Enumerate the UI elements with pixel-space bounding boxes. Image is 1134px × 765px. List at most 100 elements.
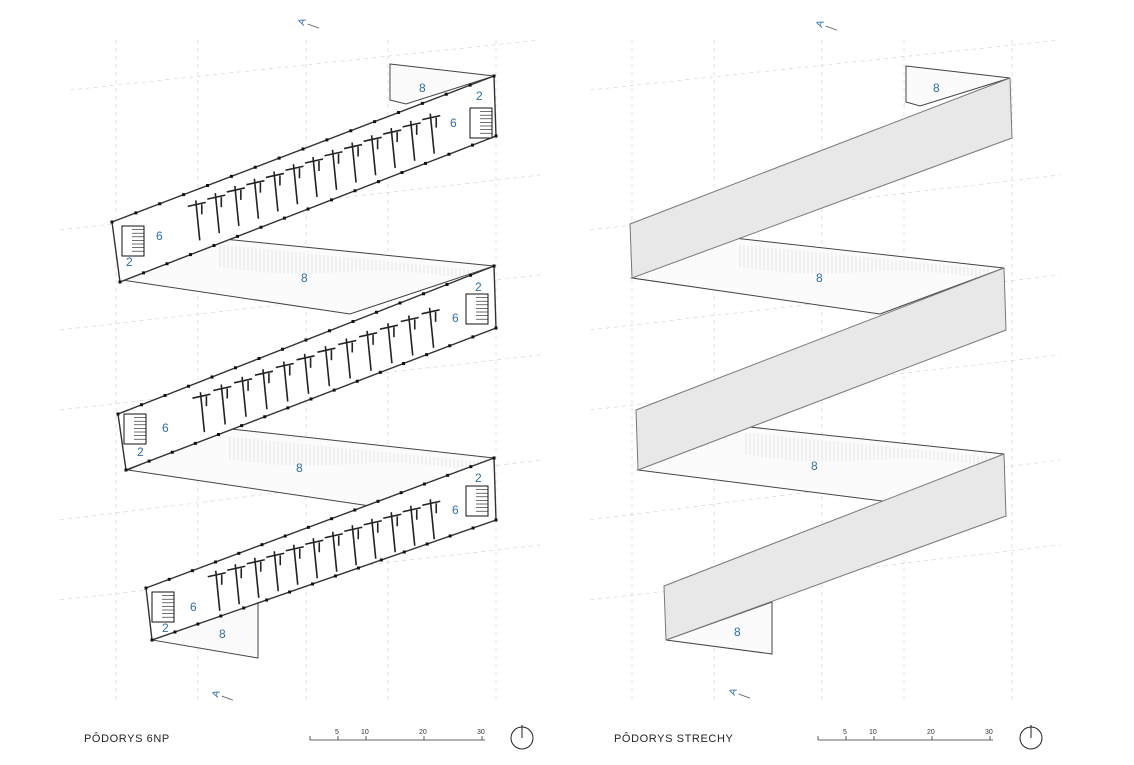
unit-wall bbox=[273, 551, 280, 592]
unit-wall bbox=[282, 361, 289, 402]
grid-line bbox=[589, 39, 1061, 91]
unit-wall bbox=[234, 185, 240, 227]
section-marker-top: A bbox=[814, 19, 838, 31]
scale-tick-10: 10 bbox=[361, 729, 369, 736]
terrace-paving bbox=[739, 244, 991, 467]
column bbox=[206, 184, 209, 187]
unit-wall bbox=[292, 164, 299, 205]
scale-tick-30: 30 bbox=[477, 729, 485, 736]
plan-roof: 8 8 8 8 A A 5 10 20 30 bbox=[629, 19, 1043, 750]
label-terrace: 8 bbox=[816, 271, 823, 285]
column bbox=[173, 630, 177, 634]
label-lobby: 6 bbox=[190, 600, 197, 614]
unit-wall bbox=[363, 136, 382, 143]
label-terrace: 8 bbox=[734, 625, 741, 639]
column bbox=[165, 262, 169, 266]
unit-wall bbox=[233, 378, 253, 384]
column bbox=[182, 193, 186, 197]
column bbox=[471, 143, 474, 147]
column bbox=[373, 120, 377, 124]
unit-wall bbox=[254, 370, 274, 376]
column bbox=[167, 577, 171, 581]
column bbox=[468, 83, 472, 87]
unit-wall bbox=[262, 369, 268, 410]
column bbox=[471, 335, 475, 339]
column bbox=[425, 353, 429, 357]
unit-wall bbox=[324, 532, 343, 539]
unit-wall bbox=[422, 500, 441, 507]
column bbox=[240, 424, 244, 428]
column bbox=[170, 450, 174, 454]
column bbox=[375, 310, 378, 314]
unit-wall bbox=[421, 309, 440, 315]
section-marker-top: A bbox=[296, 17, 320, 29]
unit-wall bbox=[207, 571, 226, 578]
unit-wall bbox=[187, 201, 206, 208]
unit-wall bbox=[227, 565, 246, 572]
unit-wall bbox=[331, 149, 338, 190]
roof-slab-top bbox=[629, 77, 1013, 279]
column bbox=[469, 273, 472, 277]
grid-line bbox=[589, 544, 1061, 601]
label-lobby: 6 bbox=[162, 421, 169, 435]
column bbox=[257, 357, 261, 360]
column bbox=[402, 362, 405, 365]
column bbox=[448, 344, 452, 348]
unit-wall bbox=[351, 142, 357, 183]
column bbox=[425, 542, 429, 546]
unit-wall bbox=[370, 135, 377, 176]
unit-wall bbox=[192, 393, 211, 399]
column bbox=[492, 74, 496, 78]
unit-wall bbox=[265, 172, 285, 179]
unit-wall bbox=[390, 127, 396, 169]
column bbox=[492, 264, 496, 268]
unit-wall bbox=[253, 557, 260, 598]
unit-wall bbox=[199, 392, 206, 433]
column bbox=[397, 111, 400, 114]
column bbox=[142, 271, 145, 275]
column bbox=[330, 198, 333, 202]
unit-wall bbox=[422, 114, 441, 121]
column bbox=[124, 468, 128, 472]
unit-wall bbox=[382, 129, 402, 135]
column bbox=[263, 415, 267, 419]
label-terrace: 8 bbox=[301, 271, 308, 285]
roof-terraces bbox=[630, 65, 1011, 655]
unit-wall bbox=[226, 187, 246, 193]
column bbox=[277, 156, 281, 160]
unit-wall bbox=[363, 519, 382, 526]
apartment-units bbox=[187, 113, 441, 611]
column bbox=[447, 152, 451, 156]
column bbox=[328, 329, 331, 333]
unit-wall bbox=[351, 525, 358, 566]
column bbox=[210, 375, 214, 379]
label-terrace: 8 bbox=[933, 81, 940, 95]
column bbox=[144, 586, 148, 590]
column bbox=[422, 482, 426, 486]
column bbox=[494, 134, 498, 138]
unit-wall bbox=[387, 323, 393, 364]
label-stair: 2 bbox=[475, 280, 482, 294]
column bbox=[286, 406, 290, 410]
unit-wall bbox=[194, 200, 201, 241]
unit-wall bbox=[400, 316, 419, 323]
terrace-top bbox=[389, 63, 495, 105]
unit-wall bbox=[312, 156, 318, 198]
section-label: A bbox=[296, 17, 309, 27]
unit-wall bbox=[305, 539, 324, 546]
column bbox=[134, 211, 138, 215]
unit-wall bbox=[331, 531, 338, 572]
section-marker-bottom: A bbox=[727, 687, 751, 699]
label-terrace: 8 bbox=[296, 461, 303, 475]
unit-wall bbox=[312, 538, 319, 579]
unit-wall bbox=[220, 384, 227, 425]
label-stair: 2 bbox=[126, 255, 133, 269]
column bbox=[190, 569, 194, 573]
column bbox=[118, 280, 122, 284]
column bbox=[311, 582, 315, 586]
scale-tick-5: 5 bbox=[843, 729, 847, 736]
label-stair: 2 bbox=[476, 89, 483, 103]
column bbox=[355, 379, 359, 383]
unit-wall bbox=[366, 330, 372, 371]
